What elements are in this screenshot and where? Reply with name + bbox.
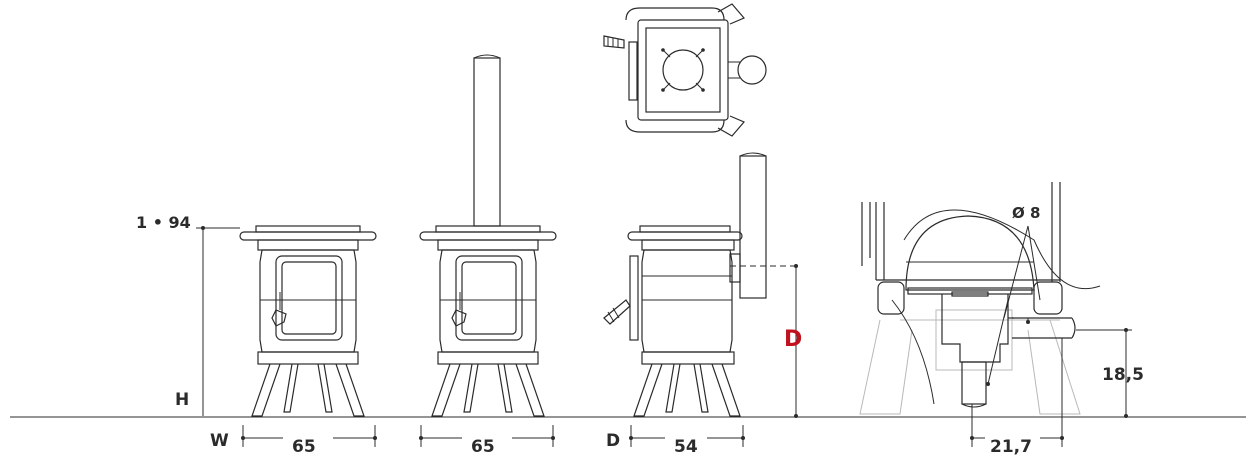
top-view-stove	[603, 3, 767, 137]
flue-offset-label: 21,7	[990, 437, 1032, 457]
side-depth-value: 54	[674, 437, 698, 457]
side-depth-dimension	[629, 425, 745, 447]
top-view-handle	[603, 35, 625, 49]
height-letter-label: H	[175, 390, 189, 410]
side-view-stove	[603, 152, 800, 417]
flue-offset-dimension	[970, 338, 1064, 447]
side-flue-pipe	[739, 155, 767, 299]
accent-d-label: D	[784, 327, 802, 352]
flue-axis-height-dimension	[794, 264, 798, 418]
front-view-with-flue-stove	[419, 54, 557, 417]
front-view-stove	[239, 225, 377, 417]
back-width-value: 65	[471, 437, 495, 457]
back-width-dimension	[419, 425, 555, 447]
front-width-value: 65	[292, 437, 316, 457]
cutaway-detail	[859, 182, 1101, 415]
flue-height-dimension	[1076, 328, 1132, 418]
height-value-label: 1 • 94	[136, 213, 191, 232]
front-width-dimension	[241, 425, 377, 447]
flue-pipe-vertical	[473, 57, 501, 227]
height-dimension	[196, 226, 240, 416]
flue-height-label: 18,5	[1102, 365, 1144, 385]
front-width-letter: W	[210, 431, 229, 451]
flue-diameter-label: Ø 8	[1012, 204, 1040, 222]
side-depth-letter: D	[606, 431, 620, 451]
top-view-flue-outlet	[737, 55, 767, 85]
